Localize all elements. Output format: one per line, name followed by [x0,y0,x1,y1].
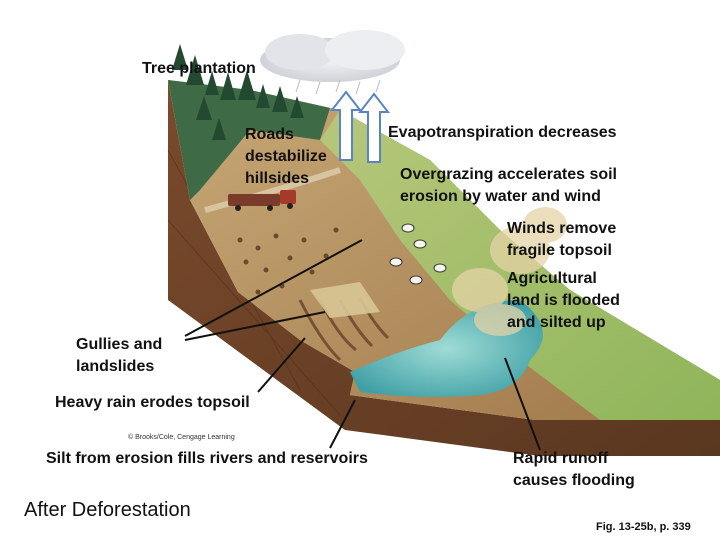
label-winds: Winds remove fragile topsoil [507,220,617,259]
landslide [310,282,380,318]
label-rapid-runoff: Rapid runoff causes flooding [513,450,635,489]
label-silt: Silt from erosion fills rivers and reser… [46,450,368,467]
copyright-notice: © Brooks/Cole, Cengage Learning [128,434,235,441]
logging-road [204,167,341,213]
dust-cloud [452,207,567,336]
label-evapotranspiration: Evapotranspiration decreases [388,124,617,141]
label-roads: Roads destabilize hillsides [245,126,327,187]
soil-cross-section [168,80,720,456]
label-overgrazing: Overgrazing accelerates soil erosion by … [400,166,617,205]
logging-truck [228,190,296,211]
label-tree-plantation: Tree plantation [142,60,256,77]
evapotranspiration-arrows [329,90,391,163]
label-gullies: Gullies and landslides [76,336,163,375]
tree-stumps [237,227,339,295]
label-heavy-rain: Heavy rain erodes topsoil [55,394,250,411]
label-agricultural: Agricultural land is flooded and silted … [507,270,620,331]
figure-reference: Fig. 13-25b, p. 339 [596,521,691,533]
page-title: After Deforestation [24,499,191,521]
cattle [389,223,447,285]
rain-cloud [260,30,405,95]
leader-lines [184,239,541,451]
trees [172,44,304,140]
